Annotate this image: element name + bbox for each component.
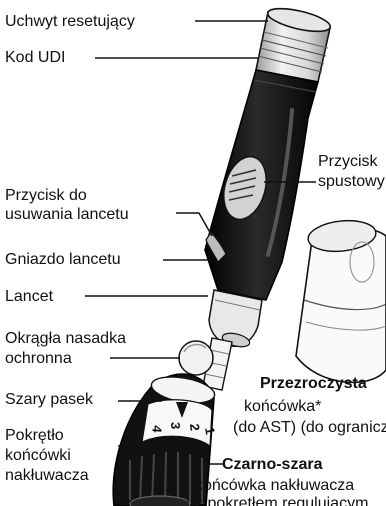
label-dial-knob-2: końcówki <box>5 446 71 465</box>
label-reset-handle: Uchwyt resetujący <box>5 12 135 31</box>
label-udi-code: Kod UDI <box>5 48 65 67</box>
reset-handle <box>256 4 332 82</box>
label-round-cap-2: ochronna <box>5 349 72 368</box>
label-trigger-button-2: spustowy <box>318 172 385 191</box>
dial-number: 2 <box>187 423 203 432</box>
label-gray-band: Szary pasek <box>5 390 93 409</box>
dial-number: 3 <box>168 422 183 429</box>
dial-number: 1 <box>202 426 218 436</box>
label-black-gray-title: Czarno-szara <box>222 455 322 474</box>
label-round-cap-1: Okrągła nasadka <box>5 329 126 348</box>
label-clear-cap-3: (do AST) (do ograniczonego <box>233 418 386 437</box>
label-clear-cap-2: końcówka* <box>244 397 321 416</box>
label-eject-button-1: Przycisk do <box>5 186 87 205</box>
label-eject-button-2: usuwania lancetu <box>5 205 129 224</box>
label-lancet-holder: Gniazdo lancetu <box>5 250 121 269</box>
leader-eject-button <box>176 213 212 236</box>
clear-cap <box>296 218 386 383</box>
label-clear-cap-title: Przezroczysta <box>260 374 367 393</box>
label-dial-knob-1: Pokrętło <box>5 426 64 445</box>
label-trigger-button-1: Przycisk <box>318 152 378 171</box>
label-dial-knob-3: nakłuwacza <box>5 466 89 485</box>
label-black-gray-2: końcówka nakłuwacza <box>195 476 354 495</box>
label-lancet: Lancet <box>5 287 53 306</box>
label-black-gray-3: z pokrętłem regulującym <box>195 494 368 506</box>
round-protective-cap <box>179 341 213 375</box>
